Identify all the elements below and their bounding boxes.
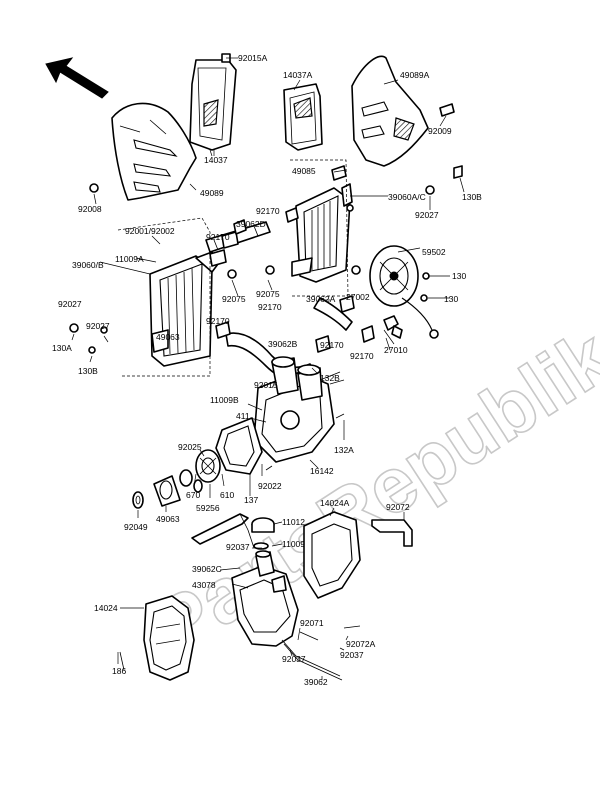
front-direction-arrow-icon — [45, 57, 109, 99]
label-92008: 92008 — [78, 204, 102, 214]
label-92037-c: 92037 — [340, 650, 364, 660]
label-59502: 59502 — [422, 247, 446, 257]
label-92027-right: 92027 — [415, 210, 439, 220]
label-92170-e: 92170 — [320, 340, 344, 350]
label-92075-a: 92075 — [222, 294, 246, 304]
left-radiator — [117, 217, 219, 377]
left-radiator-shroud — [111, 102, 197, 201]
label-92170-d: 92170 — [206, 316, 230, 326]
label-11009: 11009 — [282, 539, 305, 549]
label-610: 610 — [220, 490, 234, 500]
label-39062D: 39062D — [236, 219, 266, 229]
label-27010: 27010 — [384, 345, 408, 355]
label-92027-left-2: 92027 — [86, 321, 110, 331]
label-92022: 92022 — [258, 481, 282, 491]
label-49085: 49085 — [292, 166, 316, 176]
washer — [132, 491, 144, 509]
label-92037-b: 92037 — [282, 654, 306, 664]
label-11009A: 11009A — [115, 254, 144, 264]
label-130-a: 130 — [452, 271, 466, 281]
label-92025: 92025 — [178, 442, 202, 452]
fasteners — [69, 53, 463, 671]
cooling-fan — [369, 245, 439, 339]
label-92170-a: 92170 — [256, 206, 280, 216]
water-pump-cover — [253, 356, 335, 463]
label-39062B: 39062B — [268, 339, 298, 349]
right-radiator-shroud — [351, 55, 429, 167]
reservoir-cap — [251, 517, 275, 550]
label-92072A: 92072A — [346, 639, 376, 649]
label-130-b: 130 — [444, 294, 458, 304]
label-92170-f: 92170 — [350, 351, 374, 361]
coolant-reservoir-tank — [231, 550, 299, 647]
overflow-hose — [191, 513, 255, 549]
leader-lines — [71, 57, 465, 680]
pump-impeller — [195, 449, 221, 483]
label-92027-left: 92027 — [58, 299, 82, 309]
label-137: 137 — [244, 495, 258, 505]
right-side-cover — [303, 511, 361, 599]
label-49089A: 49089A — [400, 70, 430, 80]
label-92015: 92015 — [254, 380, 278, 390]
label-92037-a: 92037 — [226, 542, 250, 552]
right-radiator — [290, 159, 353, 297]
left-radiator-grille — [189, 59, 237, 157]
label-39062C: 39062C — [192, 564, 222, 574]
label-59256: 59256 — [196, 503, 220, 513]
label-14037: 14037 — [204, 155, 228, 165]
drain-hose — [281, 639, 343, 681]
label-130B-left: 130B — [78, 366, 98, 376]
label-92170-b: 92170 — [206, 232, 230, 242]
label-132A: 132A — [334, 445, 354, 455]
label-130A: 130A — [52, 343, 72, 353]
crossover-hose — [313, 297, 353, 331]
label-92001-92002: 92001/92002 — [125, 226, 175, 236]
label-11012: 11012 — [282, 517, 305, 527]
label-130B-right: 130B — [462, 192, 482, 202]
label-92071: 92071 — [300, 618, 324, 628]
label-92075-b: 92075 — [256, 289, 280, 299]
label-43078: 43078 — [192, 580, 216, 590]
label-132B: 132B — [320, 373, 340, 383]
label-186: 186 — [112, 666, 126, 676]
label-92072: 92072 — [386, 502, 410, 512]
label-39060AC: 39060A/C — [388, 192, 426, 202]
label-14037A: 14037A — [283, 70, 313, 80]
label-49089: 49089 — [200, 188, 224, 198]
label-39062: 39062 — [304, 677, 328, 687]
part-labels: 92015A 14037A 49089A 92009 14037 49089 9… — [52, 53, 482, 687]
label-39062A: 39062A — [306, 294, 336, 304]
label-92015A: 92015A — [238, 53, 268, 63]
label-11009B: 11009B — [210, 395, 239, 405]
label-49063-top: 49063 — [156, 332, 180, 342]
label-49063: 49063 — [156, 514, 180, 524]
pump-gasket — [215, 417, 263, 475]
label-16142: 16142 — [310, 466, 334, 476]
mechanical-seal — [153, 469, 203, 507]
mounting-bracket — [371, 519, 413, 547]
label-92170-c: 92170 — [258, 302, 282, 312]
label-27002: 27002 — [346, 292, 370, 302]
label-14024: 14024 — [94, 603, 118, 613]
label-670: 670 — [186, 490, 200, 500]
label-39060B: 39060/B — [72, 260, 104, 270]
right-radiator-grille — [283, 83, 323, 151]
watermark-text: PartsRepublik — [138, 312, 600, 672]
fan-switch — [383, 315, 403, 339]
label-411: 411 — [236, 411, 250, 421]
label-92049: 92049 — [124, 522, 148, 532]
label-14024A: 14024A — [320, 498, 350, 508]
left-side-cover — [143, 595, 195, 681]
label-92009: 92009 — [428, 126, 452, 136]
